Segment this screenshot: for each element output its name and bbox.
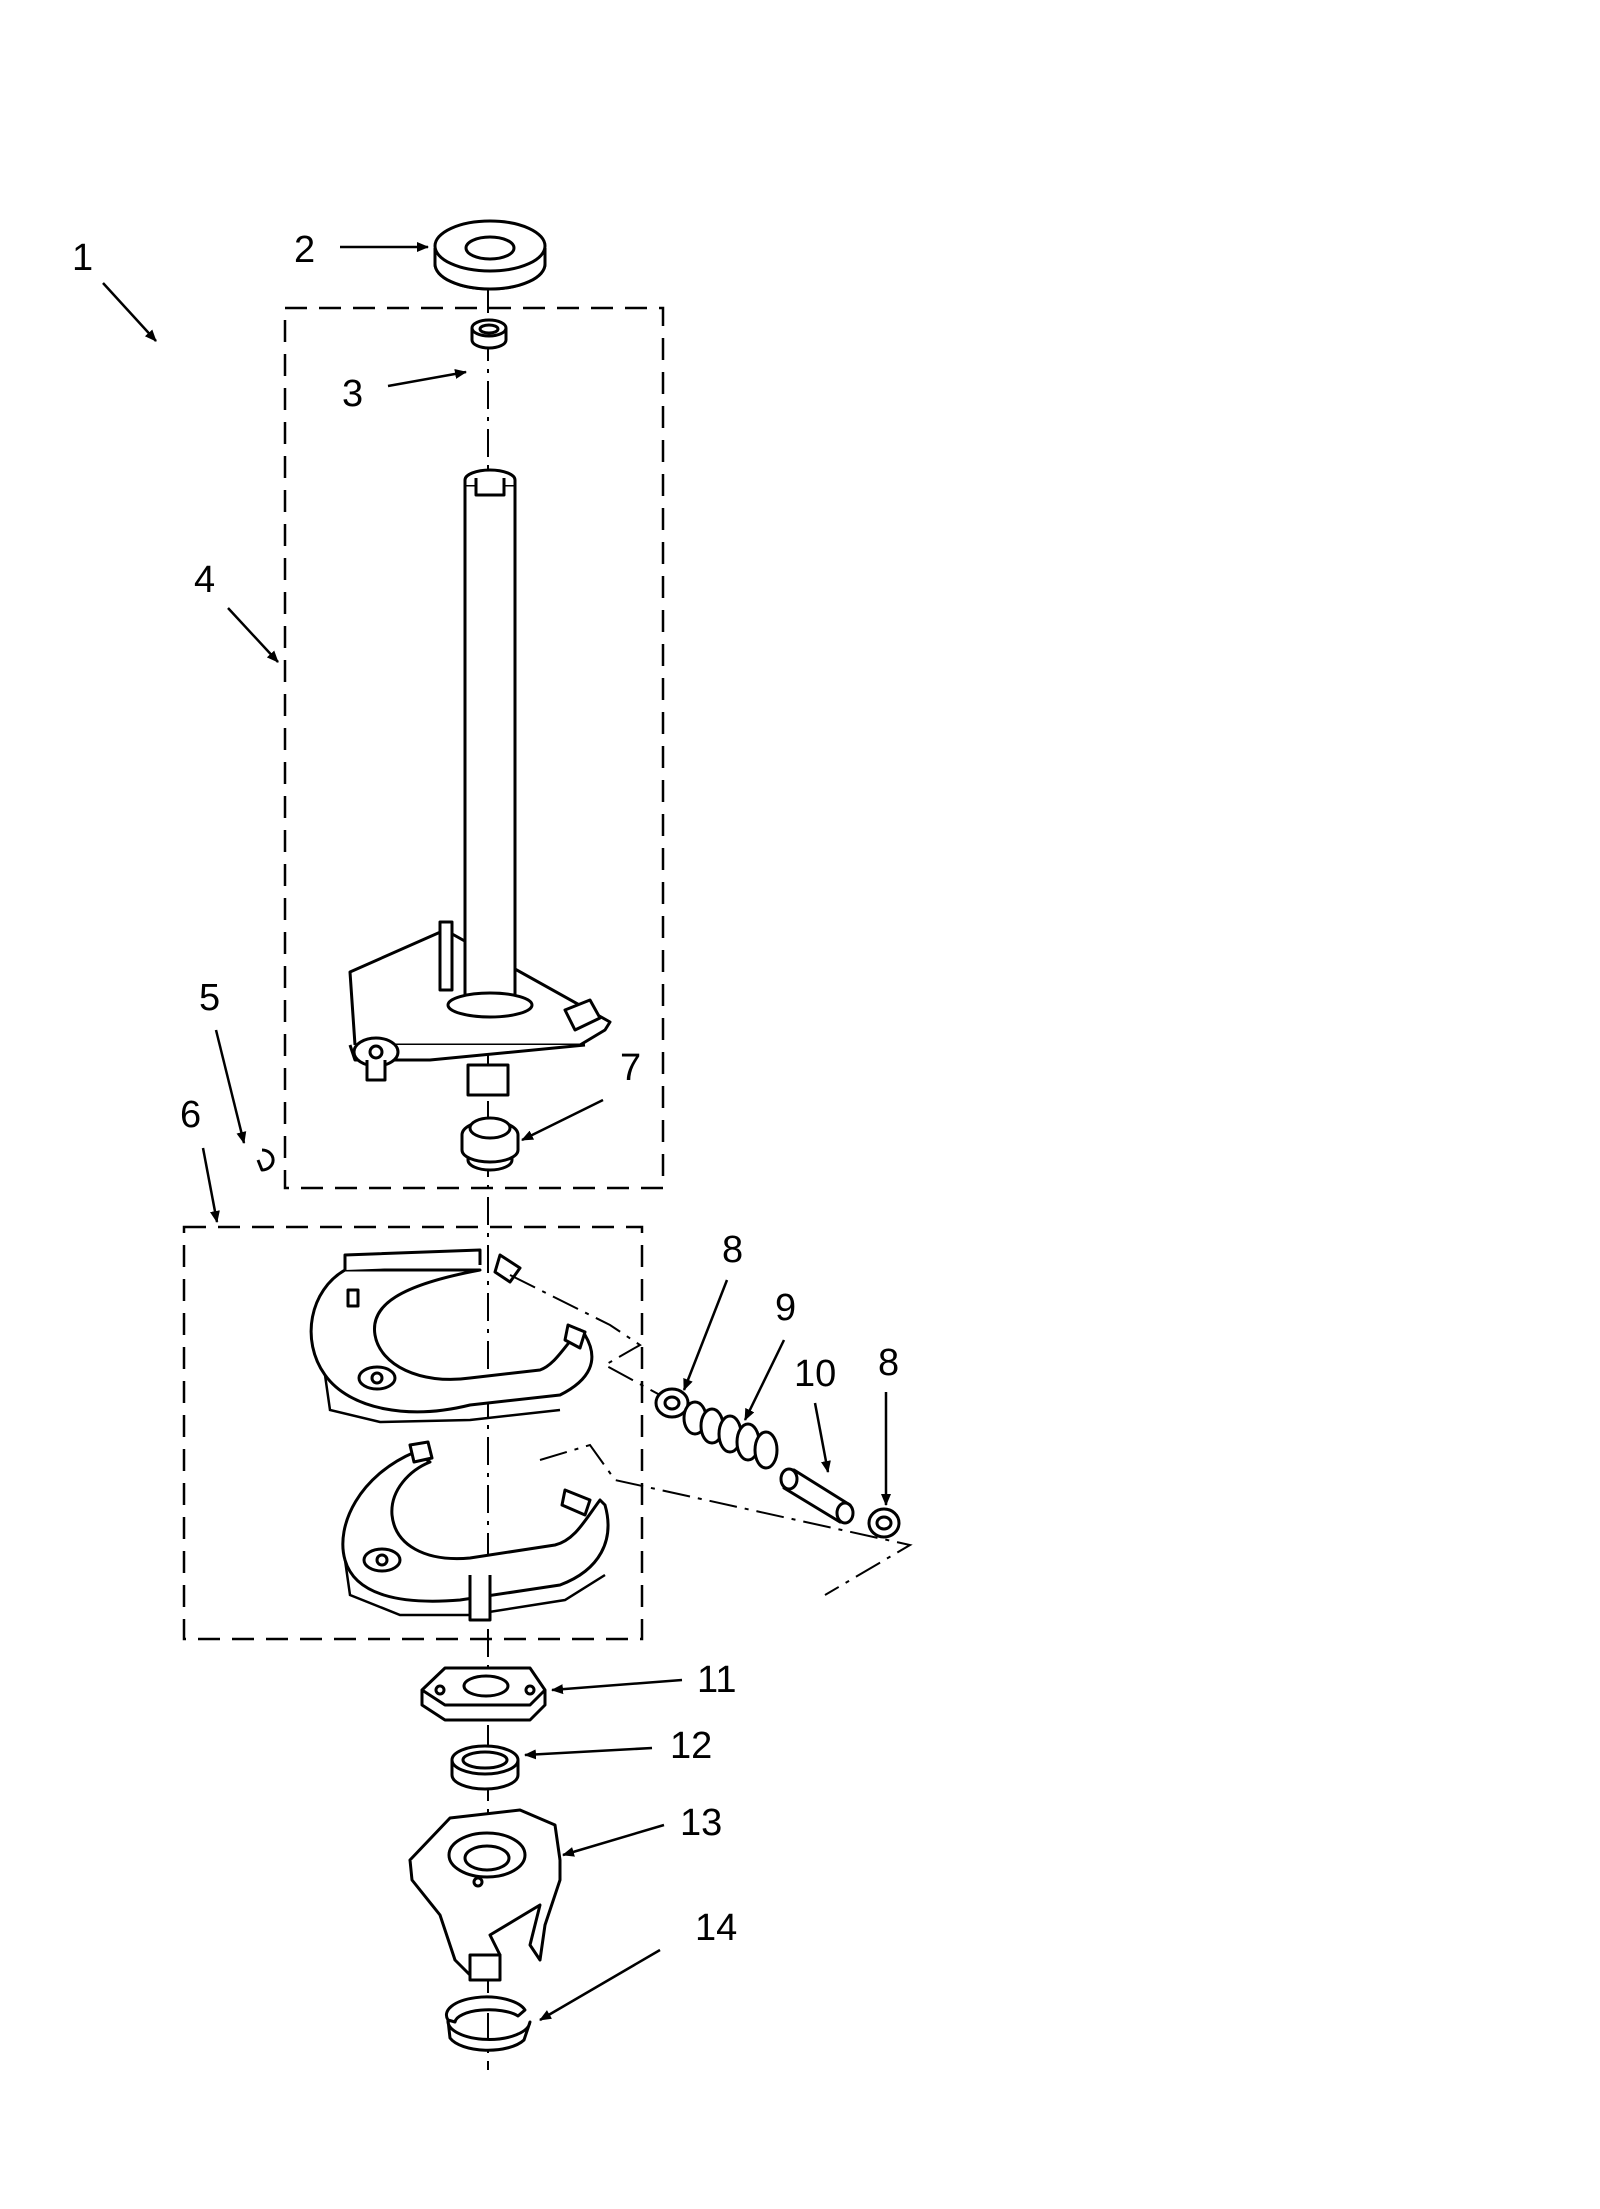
spring-part — [682, 1400, 779, 1470]
callout-9: 9 — [775, 1287, 796, 1329]
clip-part — [256, 1148, 275, 1172]
leader-7 — [521, 1098, 604, 1142]
callout-2: 2 — [294, 229, 315, 271]
leader-5 — [214, 1029, 247, 1144]
callout-1: 1 — [72, 237, 93, 279]
collar-part — [450, 1744, 520, 1791]
leader-9 — [743, 1339, 786, 1421]
brake-hub-part — [420, 1666, 547, 1722]
leader-10 — [813, 1402, 831, 1473]
callout-10: 10 — [794, 1353, 836, 1395]
leader-11 — [551, 1678, 683, 1695]
callout-7: 7 — [620, 1047, 641, 1089]
upper-brake-shoe-part — [309, 1248, 594, 1424]
callout-3: 3 — [342, 373, 363, 415]
leader-8a — [682, 1279, 729, 1391]
callout-13: 13 — [680, 1802, 722, 1844]
brake-cam-part — [408, 1808, 562, 1982]
assembly-box-6 — [182, 1225, 644, 1641]
callout-12: 12 — [670, 1725, 712, 1767]
spin-tube-part — [348, 468, 612, 1097]
pin-part — [779, 1467, 855, 1525]
spring-guide-upper — [509, 1274, 661, 1396]
callout-14: 14 — [695, 1907, 737, 1949]
assembly-box-4 — [283, 306, 665, 1190]
callout-4: 4 — [194, 559, 215, 601]
lower-brake-shoe-part — [341, 1440, 610, 1622]
leader-14 — [539, 1948, 661, 2022]
bushing-part — [470, 318, 508, 350]
retaining-ring-part — [444, 1995, 532, 2052]
tub-bearing-part — [433, 219, 547, 291]
leader-13 — [562, 1823, 665, 1857]
leader-3 — [387, 369, 467, 388]
washer-part-right — [867, 1507, 901, 1539]
callout-8-right: 8 — [878, 1342, 899, 1384]
leader-1 — [102, 282, 157, 342]
callout-11: 11 — [697, 1659, 736, 1701]
leader-4 — [227, 607, 279, 663]
leader-6 — [201, 1147, 220, 1223]
callout-8-left: 8 — [722, 1229, 743, 1271]
callout-6: 6 — [180, 1094, 201, 1136]
callout-5: 5 — [199, 977, 220, 1019]
washer-part-left — [654, 1387, 690, 1419]
leader-12 — [524, 1746, 653, 1760]
plug-part — [460, 1116, 520, 1172]
